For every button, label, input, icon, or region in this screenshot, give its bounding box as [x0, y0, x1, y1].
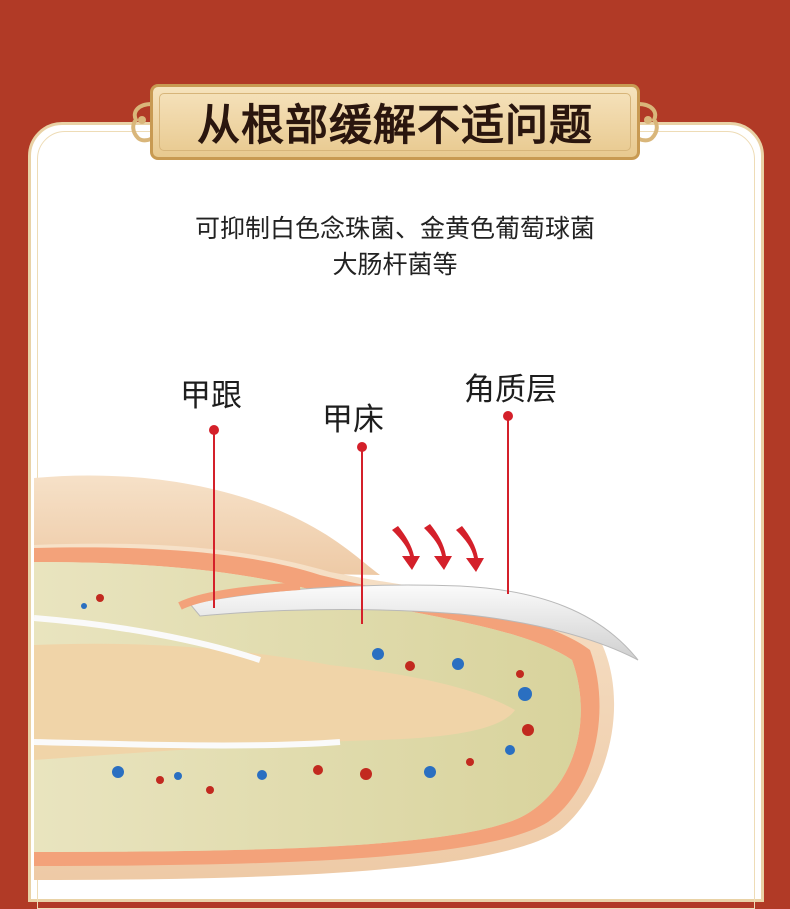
label-stratum-corneum: 角质层 — [464, 372, 557, 408]
banner-title: 从根部缓解不适问题 — [197, 101, 593, 151]
tendon-lower — [33, 739, 341, 749]
nail-cross-section-illustration — [33, 411, 639, 880]
title-banner: 从根部缓解不适问题 — [150, 84, 640, 160]
pointer-stratum-corneum — [503, 411, 513, 594]
bone — [34, 643, 515, 760]
tendon-upper — [33, 615, 261, 663]
label-nail-root: 甲跟 — [180, 378, 242, 414]
page: { "banner": { "title": "从根部缓解不适问题" }, "s… — [28, 84, 764, 909]
absorption-arrows — [392, 524, 484, 572]
banner-right-ornament — [636, 102, 659, 143]
subtitle-line-1: 可抑制白色念珠菌、金黄色葡萄球菌 — [194, 214, 595, 243]
pointer-nail-root — [209, 425, 219, 608]
pointer-nail-bed — [357, 442, 367, 624]
nail-fold — [178, 582, 301, 610]
subtitle-line-2: 大肠杆菌等 — [332, 250, 458, 279]
blood-cells — [81, 594, 534, 794]
nail-plate — [189, 584, 639, 661]
label-nail-bed: 甲床 — [322, 402, 384, 438]
banner-left-ornament — [131, 102, 154, 143]
